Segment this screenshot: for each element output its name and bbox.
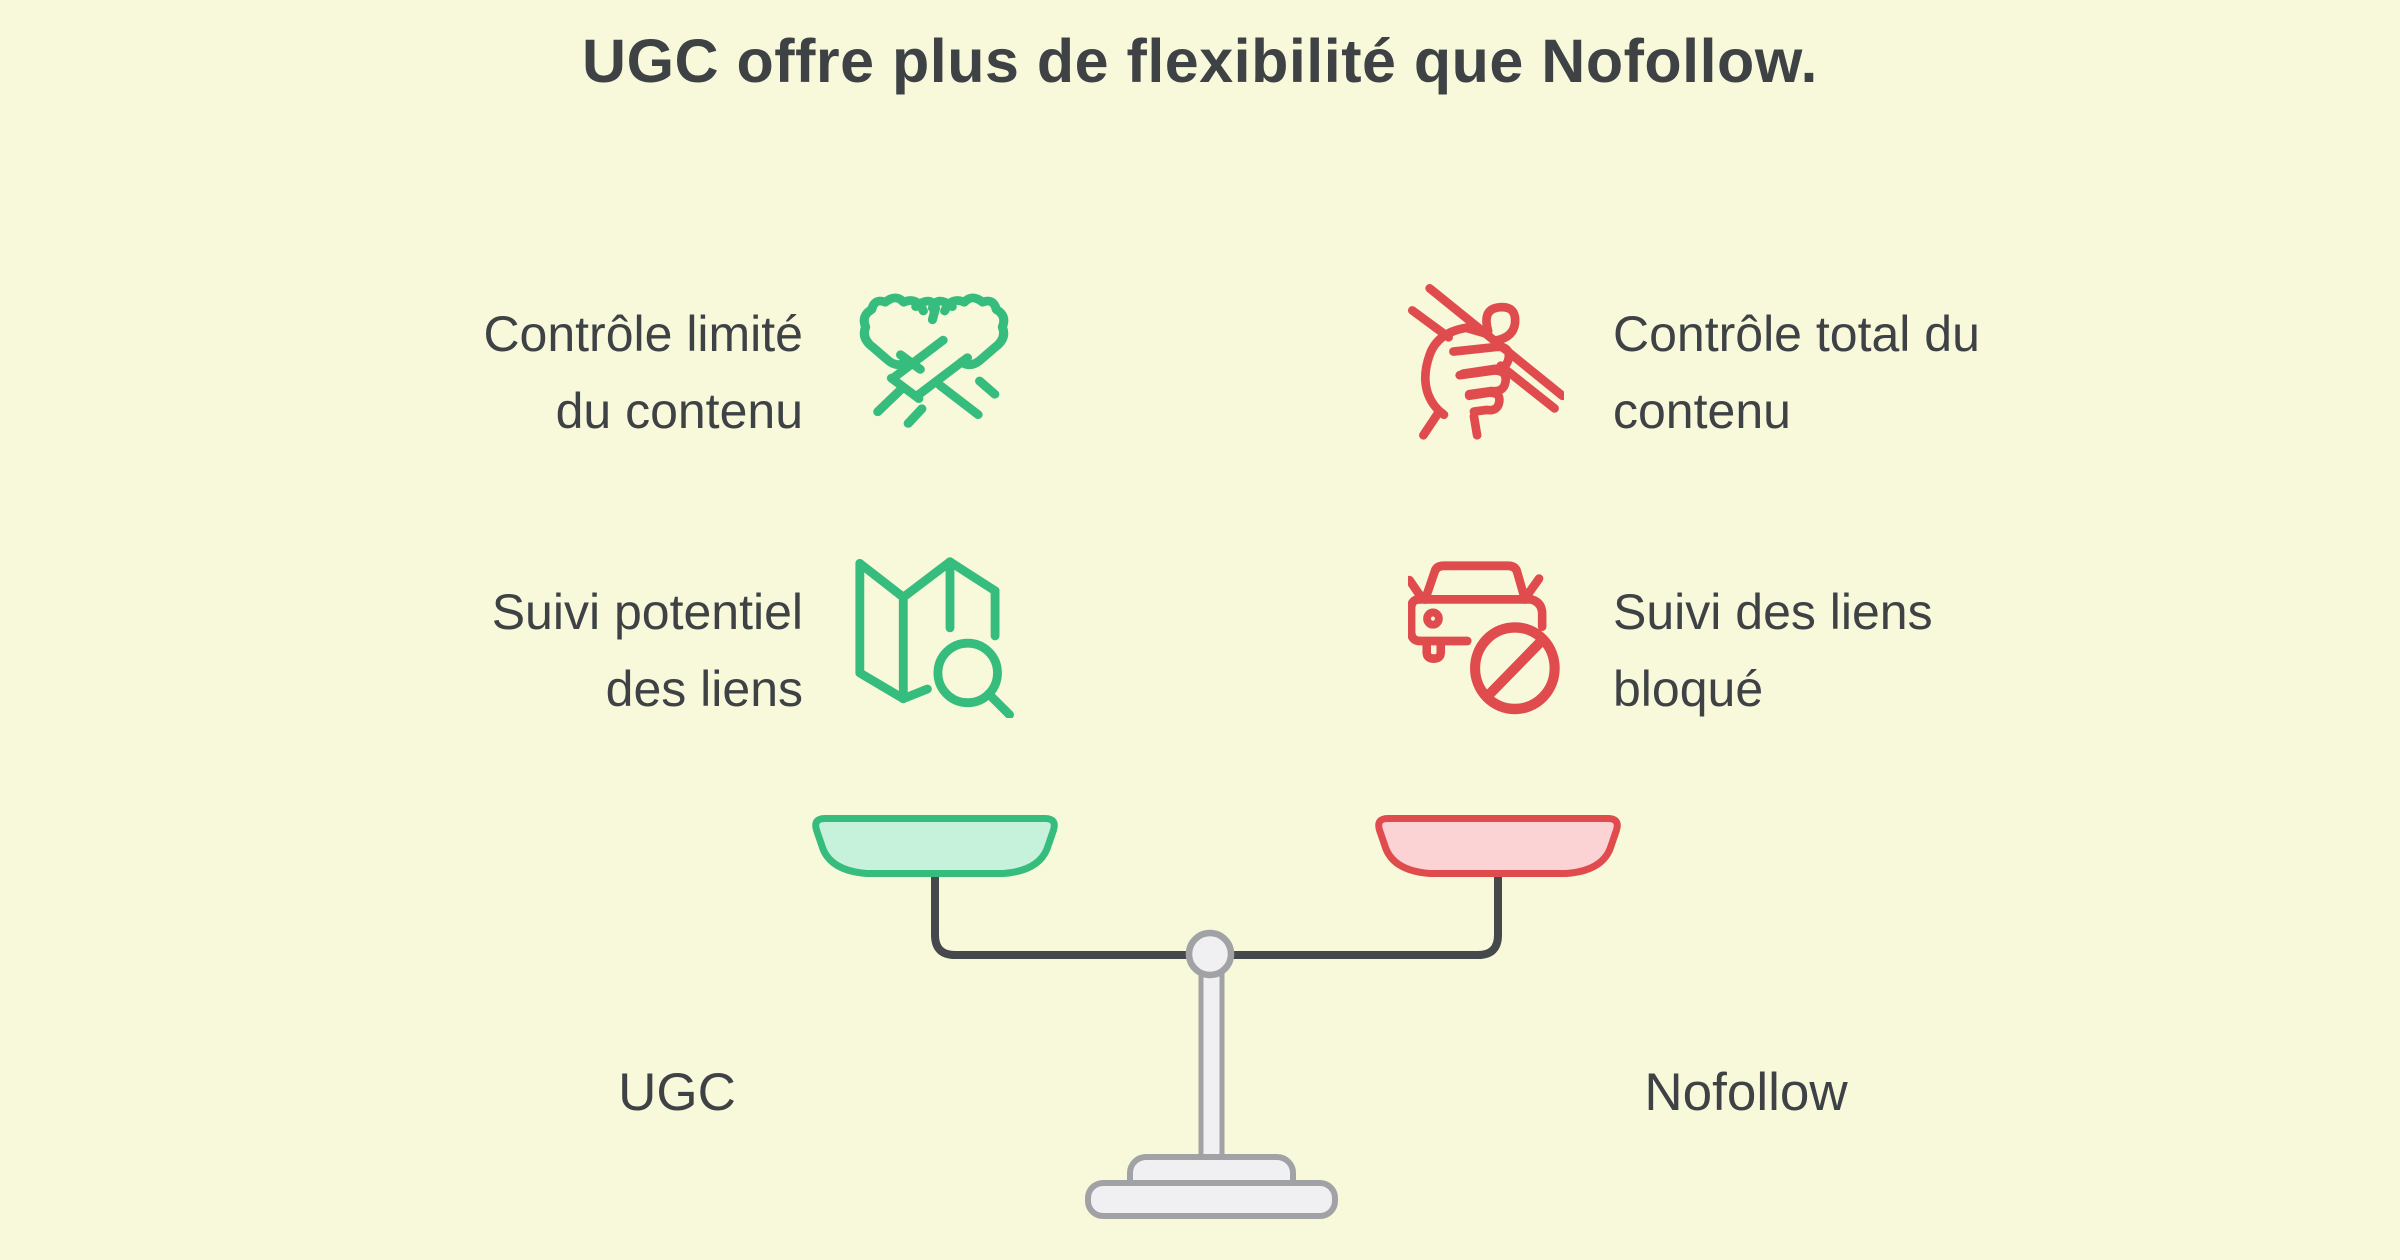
nofollow-feature-label-control: Contrôle total du contenu — [1613, 306, 1980, 439]
car-blocked-icon — [1408, 561, 1560, 715]
page-title: UGC offre plus de flexibilité que Nofoll… — [582, 27, 1818, 95]
nofollow-side-label: Nofollow — [1644, 1063, 1848, 1122]
crossed-fists-icon — [859, 293, 1009, 428]
ugc-feature-label-follow: Suivi potentiel des liens — [491, 584, 803, 717]
ugc-feature-label-control: Contrôle limité du contenu — [483, 306, 803, 439]
ugc-side-label: UGC — [618, 1063, 736, 1122]
left-pan-green — [812, 815, 1058, 877]
balance-scale — [812, 815, 1621, 1219]
nofollow-feature-label-follow: Suivi des liens bloqué — [1613, 584, 1933, 717]
map-search-icon — [855, 557, 1014, 718]
scale-base-lower — [1085, 1180, 1338, 1219]
scale-pivot — [1185, 929, 1235, 979]
right-pan-red — [1375, 815, 1621, 877]
chopsticks-hand-icon — [1407, 283, 1564, 440]
scale-pole — [1198, 955, 1225, 1173]
